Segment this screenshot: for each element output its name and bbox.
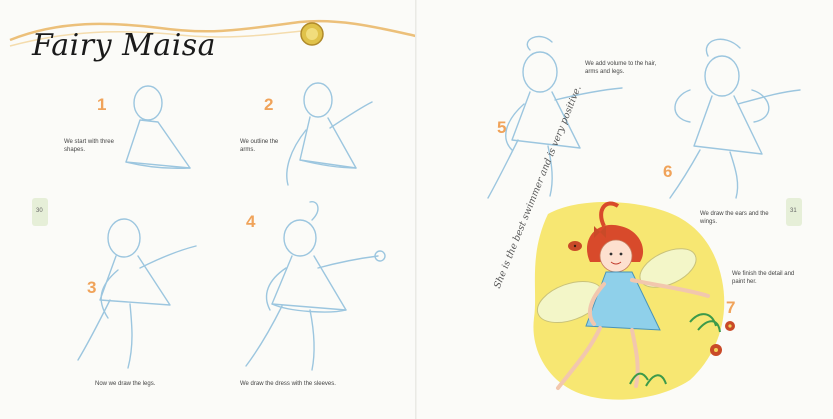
- step-2-number: 2: [264, 95, 274, 114]
- fairy-face: [599, 239, 633, 273]
- right-page-tab: [786, 198, 802, 226]
- step-4-number: 4: [246, 212, 256, 231]
- step-6-caption: We draw the ears and the wings.: [700, 211, 769, 225]
- step-7-caption: We finish the detail and paint her.: [732, 271, 795, 285]
- fairy-dress: [585, 271, 661, 331]
- ladybug-icon: [568, 241, 582, 251]
- flower-icon: [710, 321, 735, 356]
- step-4-caption: We draw the dress with the sleeves.: [240, 381, 336, 387]
- page-title: Fairy Maisa: [32, 28, 217, 63]
- step-2-caption: We outline the arms.: [240, 139, 279, 153]
- book-gutter: [415, 0, 417, 419]
- left-page-number: 30: [36, 208, 43, 214]
- step-3-sketch: [77, 218, 197, 369]
- step-3-caption: Now we draw the legs.: [95, 381, 156, 387]
- step-1-sketch: [125, 85, 191, 170]
- step-5-caption: We add volume to the hair, arms and legs…: [585, 61, 657, 75]
- right-page-number: 31: [790, 208, 797, 214]
- header-ribbon-decoration: [9, 19, 417, 47]
- step-1-number: 1: [97, 95, 107, 114]
- step-7-number: 7: [726, 298, 736, 317]
- step-1-caption: We start with three shapes.: [64, 139, 114, 153]
- left-page-tab: [32, 198, 48, 226]
- left-page: Fairy Maisa 30 1 We start with three sha…: [0, 0, 417, 419]
- butterfly-icon: [594, 226, 606, 238]
- step-6-number: 6: [663, 162, 673, 181]
- step-5-number: 5: [497, 118, 507, 137]
- step-2-sketch: [286, 82, 373, 186]
- step-4-sketch: [245, 201, 386, 371]
- step-3-number: 3: [87, 278, 97, 297]
